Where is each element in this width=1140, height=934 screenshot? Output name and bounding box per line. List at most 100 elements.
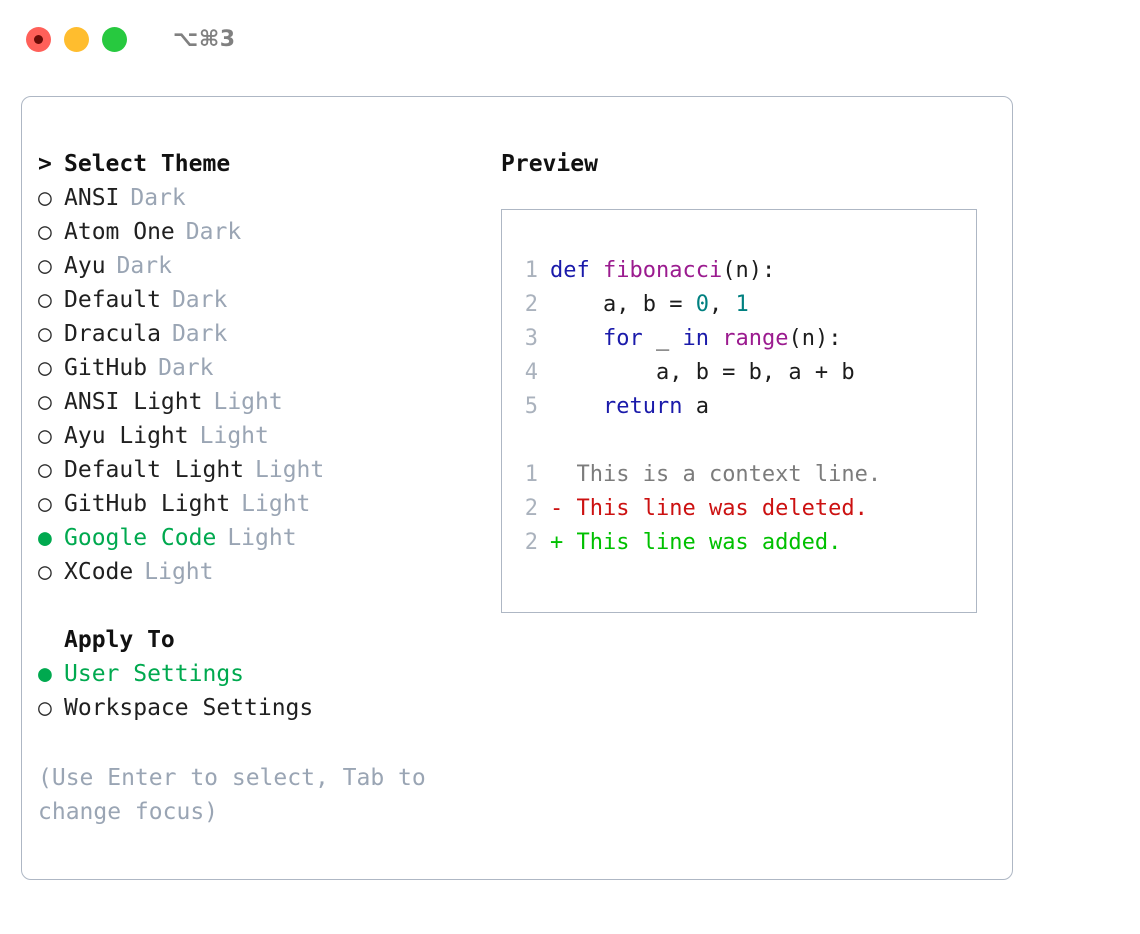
radio-unselected-icon: ○ — [38, 287, 52, 313]
code-token-plain — [550, 394, 603, 419]
line-number: 1 — [524, 462, 538, 487]
theme-variant-tag: Dark — [171, 287, 228, 313]
diff-text: This line was deleted. — [563, 496, 868, 521]
apply-to-option-label: Workspace Settings — [64, 695, 314, 721]
diff-marker: - — [550, 496, 564, 521]
radio-unselected-icon: ○ — [38, 457, 52, 483]
theme-variant-tag: Dark — [171, 321, 228, 347]
diff-marker — [550, 462, 563, 487]
radio-selected-icon: ● — [38, 661, 52, 687]
code-token-plain — [709, 326, 722, 351]
preview-title: Preview — [501, 151, 598, 177]
line-number: 2 — [524, 292, 538, 317]
diff-sample: 1 This is a context line. 2- This line wa… — [516, 458, 976, 560]
line-number: 4 — [524, 360, 538, 385]
theme-variant-tag: Light — [199, 423, 269, 449]
diff-marker: + — [550, 530, 564, 555]
theme-option-label: Google Code — [64, 525, 217, 551]
window-titlebar: ⌥⌘3 — [0, 0, 1140, 78]
diff-text: This is a context line. — [563, 462, 882, 487]
theme-option-dracula[interactable]: ○ Dracula Dark — [38, 317, 468, 351]
theme-option-label: Dracula — [64, 321, 161, 347]
theme-option-ayu[interactable]: ○ Ayu Dark — [38, 249, 468, 283]
caret-icon: > — [38, 151, 52, 177]
traffic-light-group — [26, 26, 127, 52]
radio-unselected-icon: ○ — [38, 321, 52, 347]
diff-line-ctx: 1 This is a context line. — [516, 458, 976, 492]
close-button[interactable] — [26, 26, 51, 52]
code-token-kw: for — [602, 326, 643, 351]
theme-variant-tag: Light — [241, 491, 311, 517]
theme-option-label: Default Light — [64, 457, 245, 483]
code-diff-separator — [516, 424, 976, 458]
code-line: 5 return a — [516, 390, 976, 424]
theme-option-label: GitHub — [64, 355, 148, 381]
code-token-num: 0 — [695, 292, 709, 317]
code-token-plain: a, b = — [550, 292, 696, 317]
theme-variant-tag: Dark — [158, 355, 214, 381]
theme-variant-tag: Light — [144, 559, 214, 585]
diff-line-add: 2 + This line was added. — [516, 526, 976, 560]
radio-unselected-icon: ○ — [38, 491, 52, 517]
zoom-button[interactable] — [102, 26, 127, 52]
diff-text: This line was added. — [563, 530, 842, 555]
apply-to-option-label: User Settings — [64, 661, 245, 687]
code-token-kw: def — [550, 258, 603, 283]
theme-option-label: Ayu Light — [64, 423, 189, 449]
theme-variant-tag: Dark — [116, 253, 172, 279]
radio-unselected-icon: ○ — [38, 389, 52, 415]
theme-option-default[interactable]: ○ Default Dark — [38, 283, 468, 317]
radio-unselected-icon: ○ — [38, 423, 52, 449]
code-token-plain: a — [682, 394, 709, 419]
radio-selected-icon: ● — [38, 525, 52, 551]
code-token-kw: in — [682, 326, 709, 351]
radio-unselected-icon: ○ — [38, 185, 52, 211]
radio-unselected-icon: ○ — [38, 559, 52, 585]
radio-unselected-icon: ○ — [38, 253, 52, 279]
apply-to-option-list[interactable]: ● User Settings ○ Workspace Settings — [38, 657, 468, 725]
code-line: 2 a, b = 0, 1 — [516, 288, 976, 322]
theme-option-label: Default — [64, 287, 161, 313]
apply-to-option-workspace-settings[interactable]: ○ Workspace Settings — [38, 691, 468, 725]
theme-variant-tag: Dark — [185, 219, 242, 245]
code-token-plain: _ — [642, 326, 683, 351]
line-number: 2 — [524, 496, 538, 521]
theme-option-google-code[interactable]: ● Google Code Light — [38, 521, 468, 555]
theme-variant-tag: Dark — [130, 185, 186, 211]
minimize-button[interactable] — [64, 26, 89, 52]
theme-option-label: ANSI Light — [64, 389, 203, 415]
list-spacer — [38, 589, 468, 623]
line-number: 2 — [524, 530, 538, 555]
code-token-plain — [550, 326, 603, 351]
theme-variant-tag: Light — [227, 525, 297, 551]
theme-option-label: GitHub Light — [64, 491, 231, 517]
code-token-plain: (n): — [788, 326, 842, 351]
theme-option-label: Ayu — [64, 253, 106, 279]
code-token-fn: fibonacci — [602, 258, 723, 283]
theme-option-ayu-light[interactable]: ○ Ayu Light Light — [38, 419, 468, 453]
code-token-plain: (n): — [722, 258, 776, 283]
apply-to-header: Apply To — [64, 627, 175, 653]
theme-option-label: ANSI — [64, 185, 120, 211]
line-number: 3 — [524, 326, 538, 351]
radio-unselected-icon: ○ — [38, 695, 52, 721]
theme-option-github-light[interactable]: ○ GitHub Light Light — [38, 487, 468, 521]
code-token-fn: range — [722, 326, 789, 351]
apply-to-option-user-settings[interactable]: ● User Settings — [38, 657, 468, 691]
keyboard-shortcut-label: ⌥⌘3 — [173, 26, 236, 52]
select-theme-header-label: Select Theme — [64, 151, 231, 177]
theme-option-ansi[interactable]: ○ ANSI Dark — [38, 181, 468, 215]
keyboard-hint-text: (Use Enter to select, Tab to change focu… — [38, 765, 426, 825]
select-theme-header: > Select Theme — [38, 147, 468, 181]
